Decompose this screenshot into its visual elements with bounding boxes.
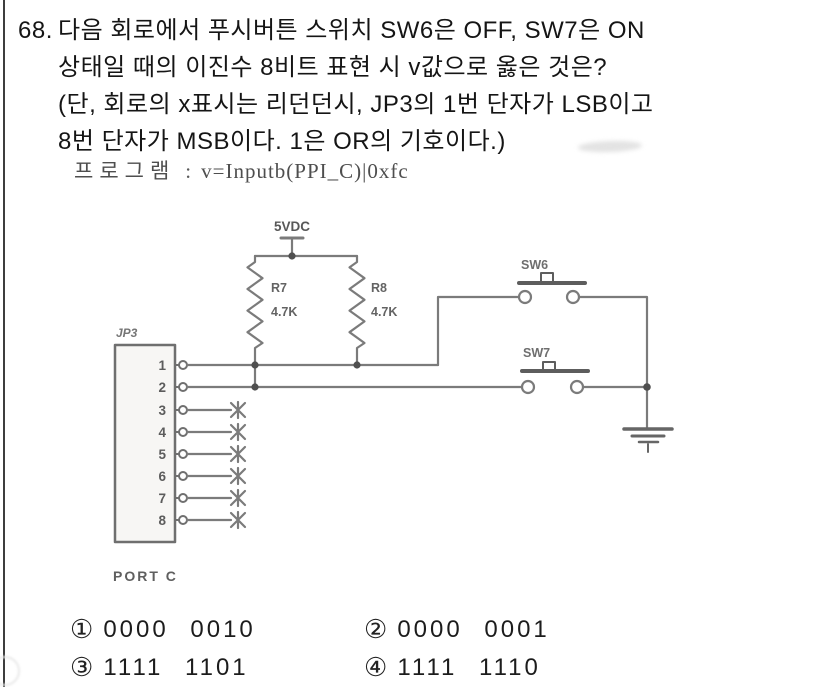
- answer-option-1[interactable]: ① 0000 0010: [70, 614, 256, 645]
- resistor-r8-name: R8: [371, 281, 387, 295]
- option-1-value: 0000 0010: [103, 616, 256, 643]
- option-1-marker: ①: [70, 614, 94, 644]
- pin-number-7: 7: [158, 491, 166, 506]
- question-line-2: 상태일 때의 이진수 8비트 표현 시 v값으로 옳은 것은?: [18, 49, 798, 86]
- question-line-3: (단, 회로의 x표시는 리던던시, JP3의 1번 단자가 LSB이고: [18, 86, 798, 123]
- program-separator: :: [185, 159, 192, 183]
- pin-number-5: 5: [158, 447, 166, 462]
- wire-sw6-left: [436, 295, 521, 367]
- pin-number-3: 3: [158, 403, 166, 418]
- option-2-value: 0000 0001: [397, 616, 550, 643]
- resistor-r8-value: 4.7K: [371, 305, 397, 319]
- pin-number-2: 2: [158, 380, 166, 395]
- junction-dots: [251, 252, 651, 391]
- program-code: v=Inputb(PPI_C)|0xfc: [201, 159, 409, 183]
- question-line-1: 68.다음 회로에서 푸시버튼 스위치 SW6은 OFF, SW7은 ON: [18, 12, 798, 49]
- connector-jp3-box: [113, 343, 177, 544]
- switch-sw7-label: SW7: [523, 346, 550, 360]
- pin-number-4: 4: [158, 425, 166, 440]
- question-text-3: (단, 회로의 x표시는 리던던시, JP3의 1번 단자가 LSB이고: [58, 91, 654, 118]
- option-3-value: 1111 1101: [103, 654, 249, 681]
- power-terminal: [279, 236, 305, 258]
- port-c-label: PORT C: [113, 568, 178, 584]
- program-line: 프로그램: v=Inputb(PPI_C)|0xfc: [74, 155, 409, 185]
- program-label: 프로그램: [74, 159, 176, 183]
- option-2-marker: ②: [364, 614, 388, 644]
- answer-option-3[interactable]: ③ 1111 1101: [70, 652, 249, 683]
- pin-number-6: 6: [158, 469, 166, 484]
- resistor-r7-name: R7: [271, 281, 287, 295]
- answer-option-4[interactable]: ④ 1111 1110: [364, 652, 541, 683]
- question-text-2: 상태일 때의 이진수 8비트 표현 시 v값으로 옳은 것은?: [58, 54, 608, 81]
- option-4-marker: ④: [364, 652, 388, 682]
- option-4-value: 1111 1110: [397, 654, 541, 681]
- question-text-1: 다음 회로에서 푸시버튼 스위치 SW6은 OFF, SW7은 ON: [58, 17, 645, 44]
- question-block: 68.다음 회로에서 푸시버튼 스위치 SW6은 OFF, SW7은 ON 상태…: [18, 12, 798, 160]
- pin-number-8: 8: [158, 513, 166, 528]
- scan-artifact-ghost: [0, 656, 20, 686]
- switch-sw6: [517, 272, 587, 305]
- pin-number-1: 1: [158, 358, 166, 373]
- answer-option-2[interactable]: ② 0000 0001: [364, 614, 550, 645]
- connector-jp3-label: JP3: [116, 326, 138, 340]
- connector-pin-terminals: [174, 360, 188, 525]
- switch-sw7: [520, 361, 590, 395]
- question-text-4: 8번 단자가 MSB이다. 1은 OR의 기호이다.): [58, 128, 506, 155]
- option-3-marker: ③: [70, 652, 94, 682]
- question-number: 68.: [18, 17, 53, 44]
- resistor-r7-value: 4.7K: [271, 305, 297, 319]
- page-left-border: [3, 0, 5, 687]
- switch-sw6-label: SW6: [521, 258, 548, 272]
- question-line-4: 8번 단자가 MSB이다. 1은 OR의 기호이다.): [18, 123, 798, 160]
- ground-symbol: [622, 427, 674, 453]
- resistor-r7: [246, 254, 264, 389]
- wire-sw6-right: [577, 295, 649, 389]
- resistor-r8: [348, 254, 366, 367]
- redundancy-marks: [185, 400, 247, 530]
- power-label: 5VDC: [274, 219, 310, 234]
